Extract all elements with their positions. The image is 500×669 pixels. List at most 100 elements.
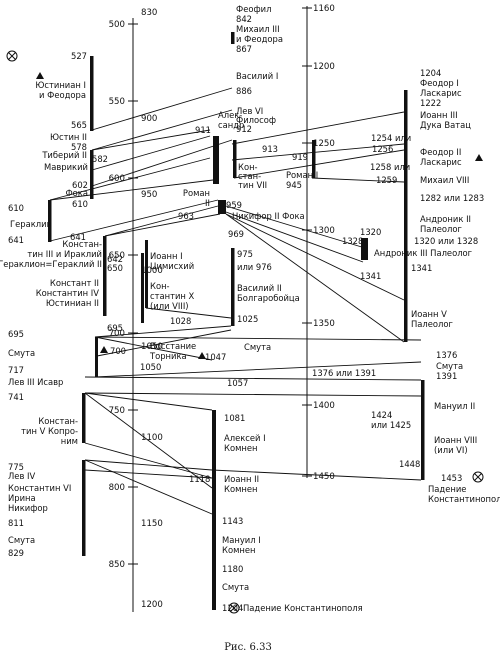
ruler-label-e963: 963 bbox=[178, 211, 194, 221]
ruler-label-leo3: Лев III Исавр bbox=[8, 377, 63, 387]
ruler-label-john2: Иоанн II bbox=[224, 474, 259, 484]
ruler-label-e1081: 1081 bbox=[224, 413, 245, 423]
ruler-label-const7: тин VII bbox=[238, 180, 267, 190]
ruler-label-theodor2: Феодор II bbox=[420, 147, 461, 157]
ruler-label-manuel2: Мануил II bbox=[434, 401, 475, 411]
ruler-label-e1057: 1057 bbox=[227, 378, 248, 388]
ruler-label-justinian: Юстиниан I bbox=[35, 80, 86, 90]
ruler-label-e1341b: 1341 bbox=[411, 263, 432, 273]
ruler-label-e1320: 1320 bbox=[360, 227, 381, 237]
scale-left-year: 500 bbox=[109, 20, 125, 30]
ruler-label-e582: 582 bbox=[92, 154, 108, 164]
ruler-label-fall2: Константинополя bbox=[428, 494, 500, 504]
scale-left-year: 850 bbox=[109, 560, 125, 570]
scale-left-year: 550 bbox=[109, 97, 125, 107]
ruler-label-e1180: 1180 bbox=[222, 564, 243, 574]
ruler-label-e642: 642 bbox=[107, 254, 123, 264]
ruler-label-andronic2: Андроник II bbox=[420, 214, 471, 224]
ruler-label-e1204b: 1204 bbox=[420, 68, 441, 78]
ruler-label-manuel1: Комнен bbox=[222, 545, 256, 555]
scale-mid-year: 1400 bbox=[313, 401, 335, 411]
scale-mid-year: 1450 bbox=[313, 472, 335, 482]
ruler-label-romanos2: II bbox=[205, 198, 210, 208]
ruler-label-revolt: Восстание bbox=[150, 341, 196, 351]
ruler-label-e1025: 1025 bbox=[237, 314, 258, 324]
ruler-label-const7: стан- bbox=[238, 171, 261, 181]
cross-circle-icon bbox=[472, 471, 484, 483]
ruler-label-theophil: и Феодора bbox=[236, 34, 283, 44]
ruler-label-e1258: 1258 или bbox=[370, 162, 410, 172]
ruler-label-john2: Комнен bbox=[224, 484, 258, 494]
ruler-label-tiberius: Тиберий II bbox=[41, 150, 87, 160]
ruler-label-const5: ним bbox=[61, 436, 78, 446]
ruler-label-theodor1: Феодор I bbox=[420, 78, 459, 88]
ruler-label-mauric: Маврикий bbox=[44, 162, 88, 172]
ruler-label-e1328a: 1328 bbox=[342, 236, 363, 246]
triangle-icon bbox=[475, 154, 483, 161]
ruler-label-e1341a: 1341 bbox=[360, 271, 381, 281]
ruler-label-e913: 913 bbox=[262, 144, 278, 154]
ruler-label-e1028: 1028 bbox=[170, 316, 191, 326]
ruler-label-const2: Константин IV bbox=[36, 288, 100, 298]
ruler-label-const2: Юстиниан II bbox=[46, 298, 99, 308]
ruler-label-const3: тин III и Ираклий bbox=[27, 249, 102, 259]
ruler-label-andronic2: Палеолог bbox=[420, 224, 462, 234]
ruler-label-e610a: 610 bbox=[8, 203, 24, 213]
ruler-label-const6: Никифор bbox=[8, 503, 48, 513]
ruler-label-e1204a: 1204 bbox=[222, 603, 243, 613]
ruler-label-const6: Константин VI bbox=[8, 483, 71, 493]
ruler-label-const10: стантин X bbox=[150, 291, 195, 301]
ruler-label-e695b: 695 bbox=[107, 323, 123, 333]
ruler-label-smuta4: Смута bbox=[222, 582, 249, 592]
scale-right-year: 830 bbox=[141, 8, 157, 18]
ruler-label-const10: (или VIII) bbox=[150, 301, 189, 311]
ruler-label-e1282: 1282 или 1283 bbox=[420, 193, 484, 203]
scale-mid-year: 1300 bbox=[313, 226, 335, 236]
ruler-label-e886: 886 bbox=[236, 86, 252, 96]
ruler-label-e741: 741 bbox=[8, 392, 24, 402]
ruler-label-e578: 578 bbox=[71, 142, 87, 152]
ruler-label-alexios: Алексей I bbox=[224, 433, 266, 443]
triangle-icon bbox=[198, 352, 206, 359]
ruler-label-john3: Дука Ватац bbox=[420, 120, 471, 130]
ruler-label-e695a: 695 bbox=[8, 329, 24, 339]
ruler-label-michael8: Михаил VIII bbox=[420, 175, 469, 185]
ruler-label-smuta5: Смута bbox=[436, 361, 463, 371]
ruler-label-e1254: 1254 или bbox=[371, 133, 411, 143]
ruler-label-const3: Гераклион=Гераклий II bbox=[0, 259, 102, 269]
ruler-label-e829a: 829 bbox=[8, 548, 24, 558]
ruler-label-e641b: 641 bbox=[70, 232, 86, 242]
scale-right-year: 900 bbox=[141, 114, 157, 124]
ruler-label-e1143: 1143 bbox=[222, 516, 243, 526]
scale-mid-year: 1350 bbox=[313, 319, 335, 329]
ruler-label-e1424: или 1425 bbox=[371, 420, 411, 430]
ruler-label-romanos2: Роман bbox=[183, 188, 210, 198]
ruler-label-e775: 775 bbox=[8, 462, 24, 472]
ruler-label-e1391a: 1391 bbox=[436, 371, 457, 381]
cross-circle-icon bbox=[6, 50, 18, 62]
scale-mid-year: 1160 bbox=[313, 4, 335, 14]
ruler-label-e1118: 1118 bbox=[189, 474, 210, 484]
ruler-label-john3: Иоанн III bbox=[420, 110, 458, 120]
ruler-label-john8: Иоанн VIII bbox=[434, 435, 477, 445]
ruler-label-e565: 565 bbox=[71, 120, 87, 130]
ruler-label-e1259: 1259 bbox=[376, 175, 397, 185]
ruler-label-theodor2: Ласкарис bbox=[420, 157, 462, 167]
ruler-label-const10: Кон- bbox=[150, 281, 170, 291]
ruler-label-justinian: и Феодора bbox=[39, 90, 86, 100]
figure-caption: Рис. 6.33 bbox=[224, 642, 272, 653]
ruler-label-basil2: Болгаробойца bbox=[237, 293, 300, 303]
scale-right-year: 1200 bbox=[141, 600, 163, 610]
ruler-label-alexios: Комнен bbox=[224, 443, 258, 453]
ruler-label-basil2: Василий II bbox=[237, 283, 282, 293]
ruler-label-e1047: 1047 bbox=[205, 352, 226, 362]
ruler-label-e911: 911 bbox=[195, 125, 211, 135]
triangle-icon bbox=[36, 72, 44, 79]
ruler-label-const6: Ирина bbox=[8, 493, 36, 503]
ruler-label-theophil: Феофил bbox=[236, 4, 271, 14]
